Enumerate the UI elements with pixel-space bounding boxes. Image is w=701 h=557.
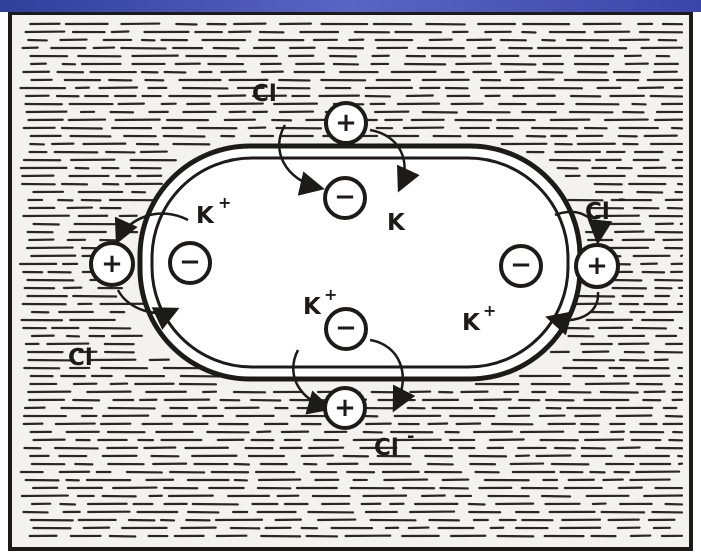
label-k-top-right: K [387, 210, 406, 236]
label-k-mid-right-charge: + [483, 301, 496, 320]
label-cl-left: Cl [68, 345, 93, 371]
left-positive-sign: + [101, 249, 123, 279]
top-color-bar [0, 0, 701, 12]
right-positive-sign: + [586, 251, 608, 281]
top-positive-sign: + [335, 108, 357, 138]
right-negative-sign: − [510, 250, 532, 280]
label-cl-right: Cl [585, 199, 610, 225]
label-k-mid-left-charge: + [324, 285, 337, 304]
label-cl-bottom: Cl [374, 435, 399, 461]
left-negative-sign: − [179, 247, 201, 277]
label-k-mid-left: K [303, 294, 322, 320]
bottom-negative-sign: − [335, 313, 357, 343]
label-cl-right-charge: - [618, 189, 625, 210]
label-cl-top: Cl [252, 81, 277, 107]
top-negative-sign: − [334, 182, 356, 212]
label-k-mid-right: K [462, 310, 481, 336]
label-k-top-left: K [196, 203, 215, 229]
label-cl-bottom-charge: - [407, 426, 414, 447]
label-k-top-left-charge: + [218, 193, 231, 212]
bottom-positive-sign: + [334, 393, 356, 423]
